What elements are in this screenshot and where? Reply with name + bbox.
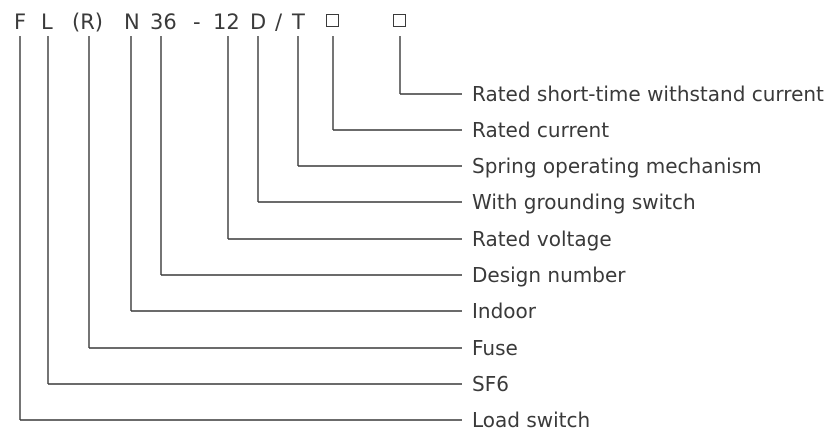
label-rated-short-time-withstand-current: Rated short-time withstand current [472, 82, 824, 106]
code-placeholder-box-current [326, 14, 339, 27]
label-load-switch: Load switch [472, 408, 591, 432]
label-sf6: SF6 [472, 372, 509, 396]
code-char-12: 12 [213, 10, 240, 34]
label-rated-current: Rated current [472, 118, 610, 142]
label-fuse: Fuse [472, 336, 518, 360]
code-placeholder-box-withstand [393, 14, 406, 27]
label-spring-operating-mechanism: Spring operating mechanism [472, 154, 762, 178]
label-rated-voltage: Rated voltage [472, 227, 612, 251]
code-char-f: F [14, 10, 27, 34]
code-char-l: L [41, 10, 53, 34]
code-char-36: 36 [150, 10, 177, 34]
code-char-slash: / [275, 10, 283, 34]
code-char-d: D [250, 10, 267, 34]
label-with-grounding-switch: With grounding switch [472, 190, 696, 214]
code-char-n: N [124, 10, 140, 34]
code-char-dash: - [193, 10, 201, 34]
code-char-t: T [292, 10, 305, 34]
label-design-number: Design number [472, 263, 626, 287]
code-char-r: (R) [72, 10, 103, 34]
label-indoor: Indoor [472, 299, 536, 323]
